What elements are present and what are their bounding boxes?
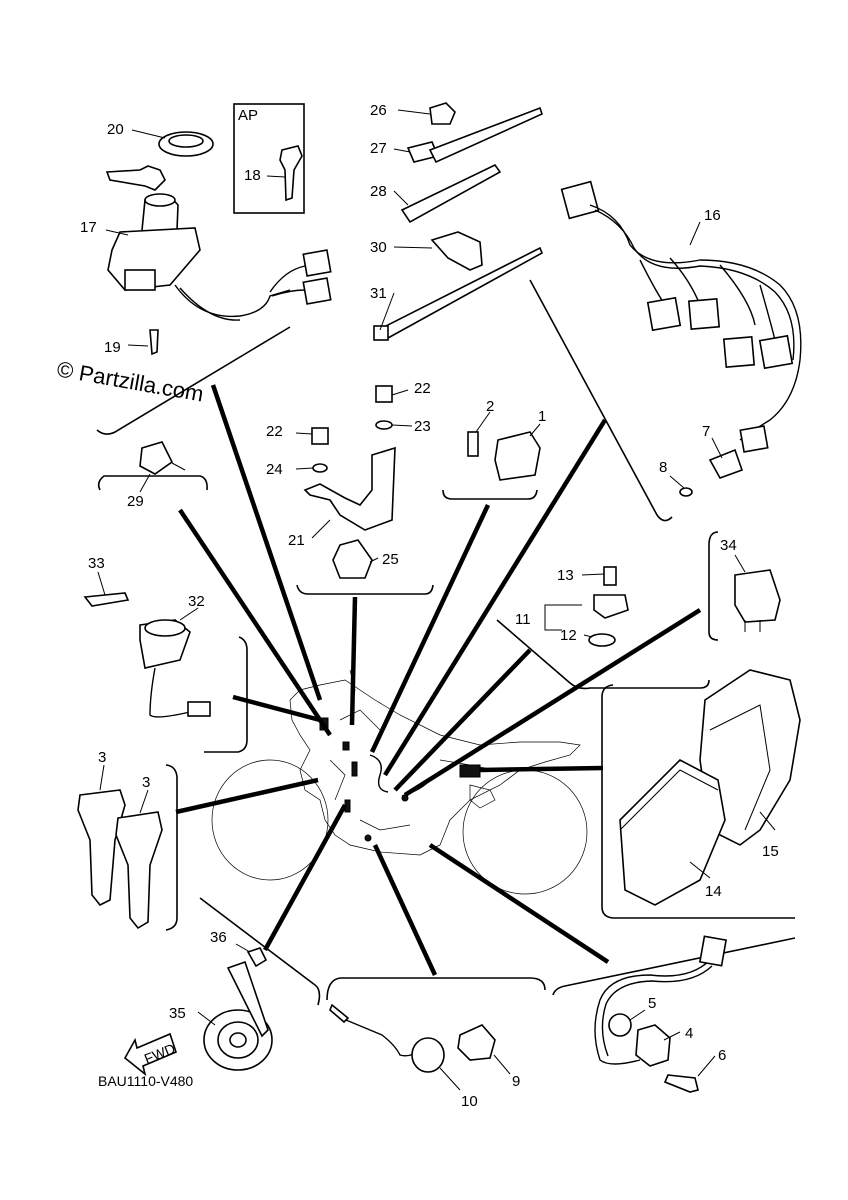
key-part [279,145,303,202]
clamp-30 [430,231,483,271]
callout-34: 34 [720,537,737,554]
horn-group: FWD [123,943,273,1077]
ignition-coil-group [77,764,163,930]
callout-6: 6 [718,1047,726,1064]
motorcycle-silhouette [211,669,588,895]
clamp-26 [429,102,456,125]
callout-35: 35 [169,1005,186,1022]
callout-2: 2 [486,398,494,415]
callout-18: 18 [244,167,261,184]
callout-29: 29 [127,493,144,510]
callout-13: 13 [557,567,574,584]
callout-11: 11 [515,611,531,628]
callout-24: 24 [266,461,283,478]
callout-19: 19 [104,339,121,356]
callout-28: 28 [370,183,387,200]
callout-5: 5 [648,995,656,1012]
callout-12: 12 [560,627,577,644]
callout-23: 23 [414,418,431,435]
callout-17: 17 [80,219,97,236]
callout-7: 7 [702,423,710,440]
ecu-group [619,669,801,906]
callout-30: 30 [370,239,387,256]
callout-8: 8 [659,459,667,476]
callout-9: 9 [512,1073,520,1090]
callout-15: 15 [762,843,779,860]
bands-group [373,102,544,341]
ap-label: AP [238,107,258,124]
bracket-21 [303,446,396,531]
callout-3a: 3 [98,749,106,766]
bolt-6 [663,1074,699,1093]
callout-10: 10 [461,1093,478,1110]
drawing-code: BAU1110-V480 [98,1073,193,1089]
callout-labels: 20 18 17 19 26 27 28 30 31 16 7 8 2 1 22… [80,102,779,1110]
leader-lines [175,384,702,976]
relay-group [734,554,781,632]
relay-34 [734,569,781,623]
callout-33: 33 [88,555,105,572]
o-ring-5 [608,1013,632,1037]
key-set-group: AP [105,103,332,356]
ap-box [233,103,305,214]
bolt-part [149,329,159,356]
sensor-group-11 [544,566,629,647]
part-33 [83,592,130,607]
sensor-9 [457,1024,496,1061]
callout-22b: 22 [266,423,283,440]
tie-28 [400,163,502,224]
sensor-7 [708,448,744,479]
sensor-10 [411,1037,445,1073]
callout-31: 31 [370,285,387,302]
ignition-key [105,165,166,191]
nut-36 [246,947,268,968]
callout-25: 25 [382,551,399,568]
ignition-coil-a [77,789,126,907]
part-25 [332,539,373,579]
callout-21: 21 [288,532,305,549]
sensor-group-9-10 [329,1003,511,1091]
callout-14: 14 [705,883,722,900]
callout-1: 1 [538,408,546,425]
mid-left-group [83,441,211,718]
part-29 [139,441,174,475]
ignition-coil-b [115,811,163,930]
callout-3b: 3 [142,774,150,791]
callout-26: 26 [370,102,387,119]
sensor-group-1 [467,411,541,481]
callout-36: 36 [210,929,227,946]
bracket-group [295,385,413,579]
sensor-1 [494,431,541,481]
callout-32: 32 [188,593,205,610]
callout-20: 20 [107,121,124,138]
sensor-4 [635,1024,671,1067]
sensor-group-4 [594,935,728,1093]
bolt-22a [375,385,393,403]
group-frames [96,279,796,1006]
fwd-arrow [123,1032,177,1077]
wire-harness-group [560,180,802,497]
callout-16: 16 [704,207,721,224]
callout-4: 4 [685,1025,693,1042]
bolt-22b [311,427,329,445]
watermark: © Partzilla.com [55,356,205,406]
sensor-11 [593,594,629,619]
o-ring-12 [588,633,616,647]
callout-27: 27 [370,140,387,157]
callout-22a: 22 [414,380,431,397]
